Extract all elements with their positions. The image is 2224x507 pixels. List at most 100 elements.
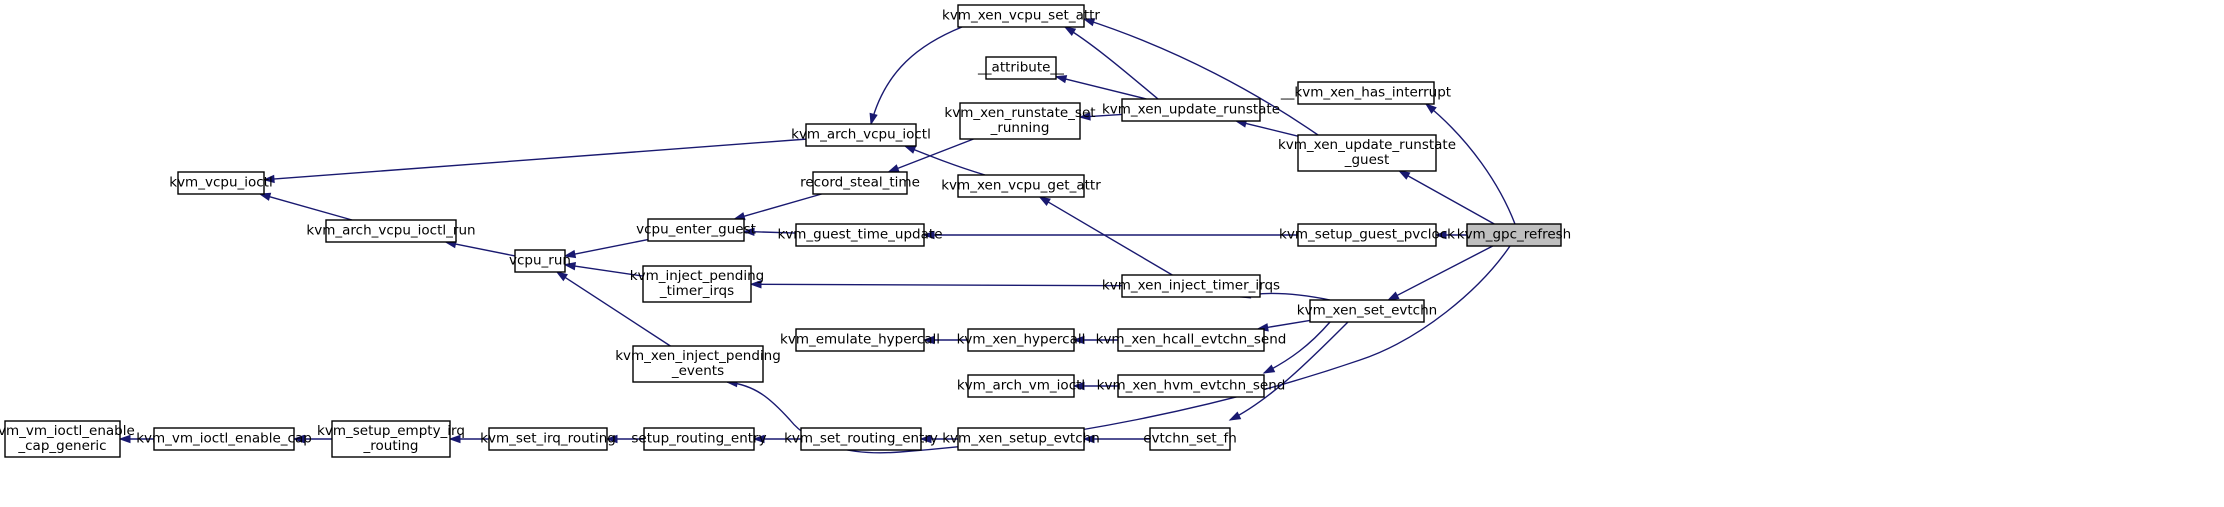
node-label: kvm_arch_vm_ioctl	[957, 378, 1085, 394]
arrowhead-icon	[919, 434, 932, 444]
node-label: kvm_xen_hypercall	[957, 332, 1086, 348]
node-kvm-gpc-refresh[interactable]: kvm_gpc_refresh	[1457, 223, 1571, 247]
node-kvm-xen-inject-timer-irqs[interactable]: kvm_xen_inject_timer_irqs	[1102, 274, 1280, 298]
node-box	[1297, 223, 1437, 247]
node-box	[957, 427, 1085, 451]
edge-kvm_set_irq_routing-to-kvm_setup_empty_irq_routing	[448, 434, 489, 444]
edge-line	[752, 231, 797, 234]
edge-line	[759, 283, 1123, 287]
node-kvm-arch-vcpu-ioctl[interactable]: kvm_arch_vcpu_ioctl	[791, 123, 931, 147]
edge-kvm_xen_update_runstate-to-kvm_xen_runstate_set_running	[1078, 112, 1123, 121]
node-box	[4, 420, 121, 458]
node-kvm-vm-ioctl-enable-cap[interactable]: kvm_vm_ioctl_enable_cap	[136, 427, 312, 451]
arrowhead-icon	[1082, 18, 1096, 27]
edge-kvm_xen_set_evtchn-to-kvm_xen_hcall_evtchn_send	[1256, 319, 1311, 332]
node-box	[177, 171, 265, 195]
node-label: setup_routing_entry	[631, 431, 766, 447]
arrowhead-icon	[1434, 230, 1447, 240]
node-vcpu-enter-guest[interactable]: vcpu_enter_guest	[636, 218, 756, 242]
node-kvm-vcpu-ioctl[interactable]: kvm_vcpu_ioctl	[169, 171, 273, 195]
node-label: kvm_xen_vcpu_set_attr	[942, 8, 1100, 24]
arrowhead-icon	[922, 230, 935, 240]
node-kvm-xen-update-runstate[interactable]: kvm_xen_update_runstate	[1102, 98, 1280, 122]
node-kvm-setup-guest-pvclock[interactable]: kvm_setup_guest_pvclock	[1279, 223, 1455, 247]
node-kvm-arch-vm-ioctl[interactable]: kvm_arch_vm_ioctl	[957, 374, 1085, 398]
edge-kvm_inject_pending_timer_irqs-to-vcpu_run	[563, 262, 644, 277]
node-kvm-inject-pending-timer-irqs[interactable]: kvm_inject_pending_timer_irqs	[630, 265, 764, 303]
edge-kvm_setup_empty_irq_routing-to-kvm_vm_ioctl_enable_cap	[292, 434, 332, 444]
edge-line	[1263, 321, 1331, 374]
edge-kvm_xen_inject_timer_irqs-to-kvm_xen_vcpu_get_attr	[1038, 196, 1173, 276]
node-vcpu-run[interactable]: vcpu_run	[509, 249, 571, 273]
node-kvm-xen-vcpu-set-attr[interactable]: kvm_xen_vcpu_set_attr	[942, 4, 1100, 28]
node-kvm-xen-has-interrupt[interactable]: __kvm_xen_has_interrupt	[1280, 81, 1451, 105]
node-record-steal-time[interactable]: record_steal_time	[800, 171, 920, 195]
edge-kvm_gpc_refresh-to-kvm_xen_set_evtchn	[1386, 245, 1494, 301]
node-label: record_steal_time	[800, 175, 920, 191]
edge-kvm_arch_vcpu_ioctl_run-to-kvm_vcpu_ioctl	[258, 192, 353, 221]
node-kvm-set-routing-entry[interactable]: kvm_set_routing_entry	[784, 427, 938, 451]
node-label: kvm_inject_pending	[630, 268, 764, 284]
arrowhead-icon	[869, 112, 878, 126]
node-box	[1117, 374, 1265, 398]
node-kvm-xen-hvm-evtchn-send[interactable]: kvm_xen_hvm_evtchn_send	[1097, 374, 1286, 398]
edge-kvm_xen_hcall_evtchn_send-to-kvm_xen_hypercall	[1072, 335, 1118, 345]
arrowhead-icon	[448, 434, 461, 444]
node-label: kvm_xen_update_runstate	[1102, 102, 1280, 118]
edge-kvm_vm_ioctl_enable_cap-to-kvm_vm_ioctl_enable_cap_generic	[118, 434, 154, 444]
node-kvm-arch-vcpu-ioctl-run[interactable]: kvm_arch_vcpu_ioctl_run	[306, 219, 476, 243]
node-kvm-emulate-hypercall[interactable]: kvm_emulate_hypercall	[780, 328, 940, 352]
node-setup-routing-entry[interactable]: setup_routing_entry	[631, 427, 767, 451]
node-kvm-xen-update-runstate-guest[interactable]: kvm_xen_update_runstate_guest	[1278, 134, 1456, 172]
node-label: kvm_setup_guest_pvclock	[1279, 227, 1455, 243]
node-box	[153, 427, 295, 451]
node-box	[331, 420, 451, 458]
node-label: _routing	[363, 438, 419, 454]
edge-kvm_xen_setup_evtchn-to-kvm_set_routing_entry	[919, 434, 958, 444]
node-label: kvm_gpc_refresh	[1457, 227, 1571, 243]
node-label: _events	[671, 363, 724, 379]
edge-vcpu_run-to-kvm_arch_vcpu_ioctl_run	[444, 239, 516, 257]
node-label: kvm_set_routing_entry	[784, 431, 938, 447]
node-evtchn-set-fn[interactable]: evtchn_set_fn	[1143, 427, 1237, 451]
node-label: kvm_vm_ioctl_enable	[0, 423, 135, 439]
node-label: kvm_arch_vcpu_ioctl_run	[306, 223, 475, 239]
node-box	[795, 223, 925, 247]
node-box	[795, 328, 925, 352]
node-kvm-set-irq-routing[interactable]: kvm_set_irq_routing	[480, 427, 616, 451]
node-box	[642, 265, 752, 303]
arrowhead-icon	[1262, 364, 1276, 374]
edge-line	[1064, 78, 1147, 100]
edge-line	[1229, 321, 1349, 421]
node-attribute[interactable]: __attribute__	[977, 56, 1064, 80]
edge-line	[272, 138, 807, 180]
node-kvm-xen-vcpu-get-attr[interactable]: kvm_xen_vcpu_get_attr	[941, 174, 1101, 198]
arrowhead-icon	[555, 271, 568, 282]
node-kvm-xen-hypercall[interactable]: kvm_xen_hypercall	[957, 328, 1086, 352]
edge-kvm_xen_update_runstate_guest-to-kvm_xen_vcpu_set_attr	[1082, 18, 1319, 136]
node-kvm-xen-hcall-evtchn-send[interactable]: kvm_xen_hcall_evtchn_send	[1096, 328, 1287, 352]
edge-line	[742, 193, 822, 218]
node-label: kvm_xen_hvm_evtchn_send	[1097, 378, 1286, 394]
arrowhead-icon	[749, 280, 762, 289]
node-kvm-vm-ioctl-enable-cap-generic[interactable]: kvm_vm_ioctl_enable_cap_generic	[0, 420, 135, 458]
edge-line	[1425, 103, 1516, 225]
node-label: __kvm_xen_has_interrupt	[1280, 85, 1451, 101]
arrowhead-icon	[563, 262, 576, 271]
arrowhead-icon	[1228, 411, 1242, 421]
node-box	[647, 218, 745, 242]
node-kvm-xen-inject-pending-events[interactable]: kvm_xen_inject_pending_events	[615, 345, 781, 383]
node-kvm-xen-runstate-set-running[interactable]: kvm_xen_runstate_set_running	[944, 102, 1096, 140]
node-box	[805, 123, 917, 147]
node-label: kvm_vcpu_ioctl	[169, 175, 272, 191]
node-label: kvm_guest_time_update	[777, 227, 942, 243]
node-kvm-xen-setup-evtchn[interactable]: kvm_xen_setup_evtchn	[942, 427, 1100, 451]
node-kvm-setup-empty-irq-routing[interactable]: kvm_setup_empty_irq_routing	[317, 420, 465, 458]
node-label: kvm_xen_inject_timer_irqs	[1102, 278, 1280, 294]
node-kvm-guest-time-update[interactable]: kvm_guest_time_update	[777, 223, 943, 247]
edges-layer	[118, 18, 1516, 454]
edge-line	[1064, 26, 1159, 100]
node-kvm-xen-set-evtchn[interactable]: kvm_xen_set_evtchn	[1297, 299, 1437, 323]
edge-kvm_gpc_refresh-to-kvm_xen_update_runstate_guest	[1397, 170, 1495, 225]
